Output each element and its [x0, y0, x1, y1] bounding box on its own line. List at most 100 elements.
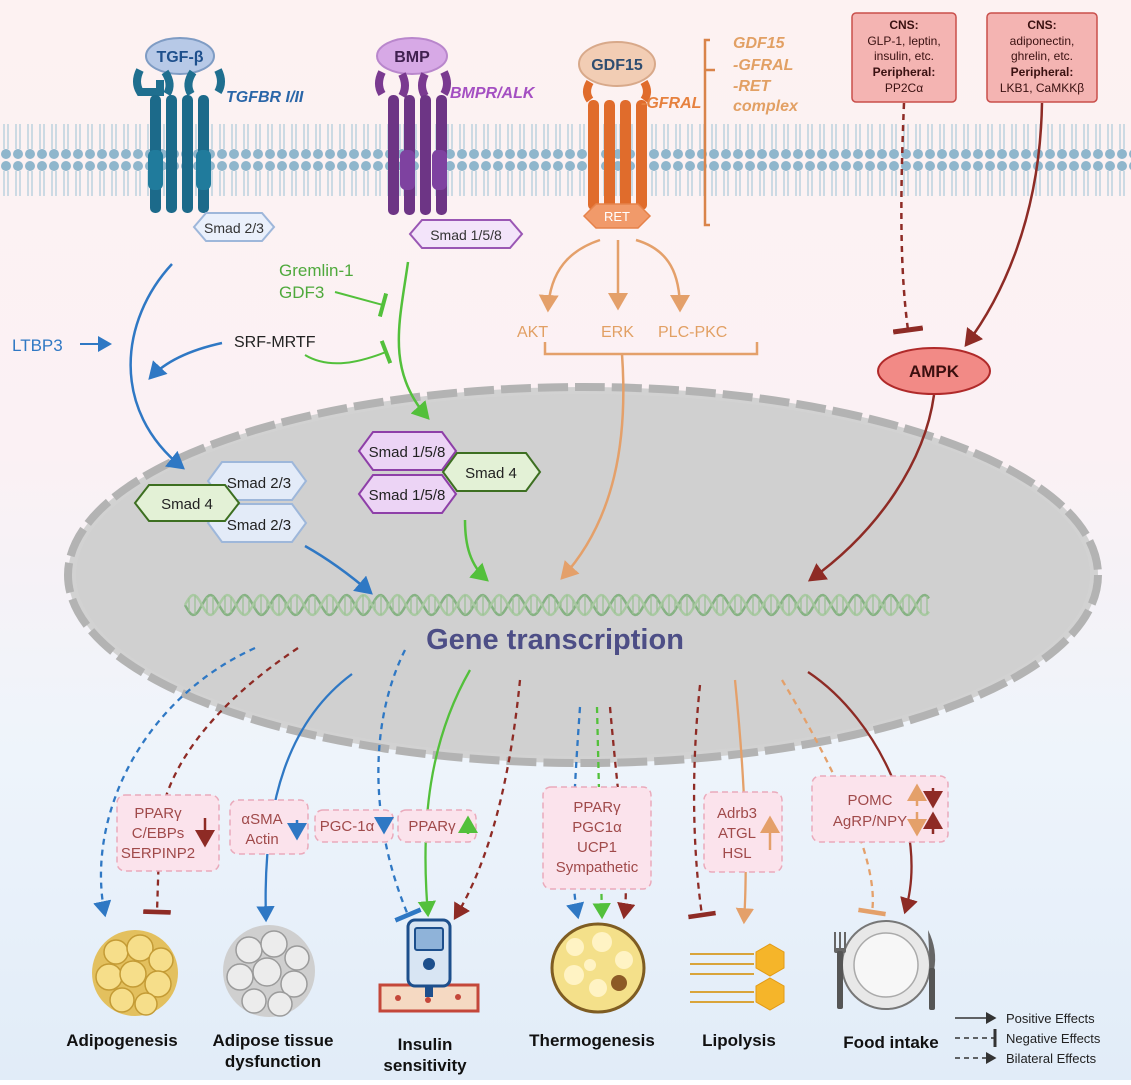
glucose-meter-icon: [378, 918, 480, 1013]
outcome-adipogenesis: Adipogenesis: [66, 1031, 177, 1050]
brown-adipocyte-icon: [550, 922, 646, 1014]
tgfbr-receptor: TGF-β Smad 2/3: [133, 37, 276, 242]
adipocyte-cluster-icon: [92, 930, 178, 1016]
svg-text:adiponectin,: adiponectin,: [1010, 34, 1075, 48]
plate-cutlery-icon: [834, 920, 936, 1010]
dysfunctional-adipose-icon: [223, 925, 315, 1017]
ampk-label: AMPK: [909, 362, 960, 381]
ampk-to-nucleus-arrow: [807, 394, 936, 582]
svg-text:LKB1, CaMKKβ: LKB1, CaMKKβ: [1000, 81, 1084, 95]
gene-transcription-title: Gene transcription: [426, 624, 684, 656]
cns1-inhibit-arrow: [892, 102, 924, 335]
tgfbr-label: TGFBR I/II: [226, 89, 304, 106]
smad23-hexagon: [192, 212, 276, 242]
bmp-ligand: [376, 37, 448, 75]
svg-text:UCP1: UCP1: [577, 839, 617, 856]
svg-text:PPARγ: PPARγ: [408, 818, 456, 835]
svg-text:Smad 1/5/8: Smad 1/5/8: [369, 487, 446, 504]
svg-text:Smad 2/3: Smad 2/3: [227, 475, 291, 492]
svg-text:Smad 1/5/8: Smad 1/5/8: [369, 444, 446, 461]
svg-text:Peripheral:: Peripheral:: [873, 65, 936, 79]
ltbp3-label: LTBP3: [12, 336, 63, 355]
srf-mrtf-label: SRF-MRTF: [234, 334, 316, 351]
effect-box-food-intake: POMC AgRP/NPY: [811, 775, 949, 843]
outcome-thermogenesis: Thermogenesis: [529, 1031, 655, 1050]
svg-text:Peripheral:: Peripheral:: [1011, 65, 1074, 79]
bmpr-receptor: BMP Smad 1/5/8: [375, 37, 524, 249]
smad158-to-dna-arrow: [463, 519, 489, 582]
outcome-insulin-line1: Insulin: [398, 1035, 453, 1054]
smad158-label: Smad 1/5/8: [430, 227, 502, 243]
gdf15-signaling-arrows: [538, 238, 759, 580]
gfral-receptor: GDF15 RET: [578, 41, 656, 229]
svg-text:Smad 4: Smad 4: [465, 465, 517, 482]
svg-text:-RET: -RET: [733, 78, 772, 95]
complex-label: GDF15 -GFRAL -RET complex: [733, 35, 799, 115]
svg-text:CNS:: CNS:: [1027, 18, 1056, 32]
nucleus: [64, 383, 1102, 767]
svg-text:PGC1α: PGC1α: [572, 819, 622, 836]
bmp-smad-arrow: [397, 261, 430, 420]
dna-helix: [183, 593, 930, 617]
plc-pkc-label: PLC-PKC: [658, 324, 727, 341]
svg-text:CNS:: CNS:: [889, 18, 918, 32]
legend: Positive Effects Negative Effects Bilate…: [955, 1011, 1101, 1066]
svg-text:GDF15: GDF15: [733, 35, 786, 52]
legend-bilateral-label: Bilateral Effects: [1006, 1051, 1097, 1066]
svg-text:PPARγ: PPARγ: [573, 799, 621, 816]
lipid-chain-icon: [690, 943, 785, 1011]
svg-text:Sympathetic: Sympathetic: [556, 859, 639, 876]
tgf-smad-arrow: [129, 263, 185, 470]
smad23-to-dna-arrow: [304, 544, 373, 595]
svg-text:PP2Cα: PP2Cα: [885, 81, 923, 95]
svg-text:HSL: HSL: [722, 845, 751, 862]
cns-box-2: CNS: adiponectin, ghrelin, etc. Peripher…: [986, 12, 1098, 103]
effect-box-adipogenesis: PPARγ C/EBPs SERPINP2: [116, 794, 220, 872]
svg-text:insulin, etc.: insulin, etc.: [874, 49, 934, 63]
outcome-dysfunction-line1: Adipose tissue: [213, 1031, 334, 1050]
svg-text:Smad 2/3: Smad 2/3: [227, 517, 291, 534]
svg-text:Actin: Actin: [245, 831, 278, 848]
gremlin-label: Gremlin-1: [279, 261, 354, 280]
gfral-label: -GFRAL: [641, 95, 701, 112]
akt-label: AKT: [517, 324, 548, 341]
svg-text:-GFRAL: -GFRAL: [733, 57, 793, 74]
bmp-ligand-label: BMP: [394, 49, 430, 66]
outcome-lipolysis: Lipolysis: [702, 1031, 776, 1050]
legend-positive-label: Positive Effects: [1006, 1011, 1095, 1026]
erk-label: ERK: [601, 324, 634, 341]
srf-inhibit-arrow: [304, 340, 393, 365]
tgfb-ligand-label: TGF-β: [156, 49, 203, 66]
gremlin-inhibit-arrow: [334, 291, 389, 318]
gdf15-ligand: [578, 41, 656, 87]
cns2-activate-arrow: [964, 102, 1044, 347]
svg-text:SERPINP2: SERPINP2: [121, 845, 195, 862]
effect-box-lipolysis: Adrb3 ATGL HSL: [703, 791, 783, 873]
effect-box-pgc1a: PGC-1α: [314, 809, 394, 843]
gdf3-label: GDF3: [279, 283, 324, 302]
svg-text:αSMA: αSMA: [241, 811, 282, 828]
effect-box-ppar: PPARγ: [397, 809, 478, 843]
srf-to-tgf-arrow: [148, 341, 223, 380]
outcome-insulin-line2: sensitivity: [383, 1056, 467, 1075]
svg-text:C/EBPs: C/EBPs: [132, 825, 185, 842]
svg-text:PPARγ: PPARγ: [134, 805, 182, 822]
svg-text:ATGL: ATGL: [718, 825, 756, 842]
svg-text:POMC: POMC: [848, 792, 893, 809]
gdf15-ligand-label: GDF15: [591, 57, 643, 74]
svg-text:AgRP/NPY: AgRP/NPY: [833, 813, 907, 830]
ampk-node: [877, 347, 991, 395]
effect-box-dysfunction: αSMA Actin: [229, 799, 309, 855]
svg-text:Adrb3: Adrb3: [717, 805, 757, 822]
smad158-hexagon: [408, 219, 524, 249]
smad158-smad4-complex: Smad 1/5/8 Smad 1/5/8 Smad 4: [357, 431, 542, 514]
smad23-label: Smad 2/3: [204, 220, 264, 236]
outcome-dysfunction-line2: dysfunction: [225, 1052, 321, 1071]
outcome-food-intake: Food intake: [843, 1033, 938, 1052]
ret-label: RET: [604, 209, 630, 224]
smad23-smad4-complex: Smad 4 Smad 2/3 Smad 2/3: [133, 461, 308, 543]
bmpr-label: BMPR/ALK: [450, 85, 536, 102]
complex-bracket: [703, 38, 715, 227]
